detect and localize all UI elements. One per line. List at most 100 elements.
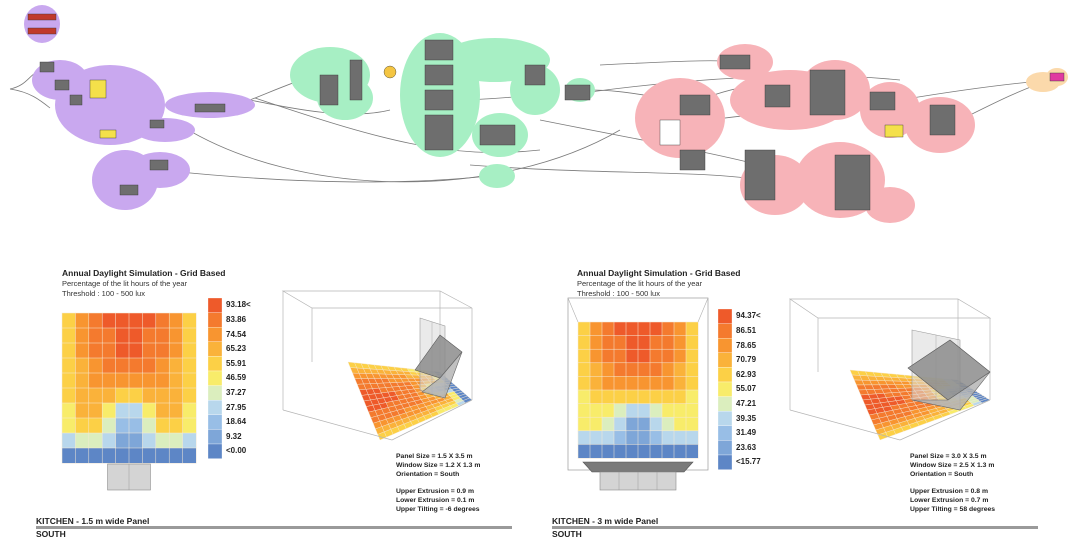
- grid-cell: [182, 372, 197, 389]
- grid-cell: [101, 342, 117, 359]
- grid-cell: [673, 430, 687, 445]
- grid-cell: [661, 416, 675, 432]
- grid-cell: [115, 387, 130, 404]
- grid-cell: [577, 430, 591, 445]
- shading-device-side: [911, 371, 991, 411]
- grid-cell: [168, 357, 184, 374]
- grid-cell: [182, 327, 197, 344]
- grid-cell: [625, 430, 639, 445]
- grid-cell: [75, 387, 90, 404]
- grid-cell: [61, 327, 76, 344]
- grid-cell: [601, 430, 615, 445]
- legend-label: 94.37<: [736, 311, 761, 321]
- grid-cell: [75, 432, 90, 449]
- grid-cell: [128, 447, 143, 464]
- legend-swatch: [207, 312, 223, 328]
- grid-cell: [61, 402, 76, 419]
- legend-swatch: [717, 352, 733, 368]
- grid-cell: [155, 417, 170, 434]
- legend-label: 39.35: [736, 413, 757, 423]
- legend-label: 83.86: [226, 314, 247, 324]
- grid-cell: [155, 327, 170, 344]
- grid-cell: [182, 387, 197, 404]
- grid-cell: [649, 403, 663, 418]
- grid-cell: [88, 387, 103, 404]
- legend-label: 9.32: [226, 431, 242, 441]
- grid-cell: [601, 376, 615, 391]
- legend-swatch: [207, 356, 223, 372]
- grid-cell: [637, 376, 651, 391]
- grid-cell: [182, 417, 197, 434]
- grid-cell: [589, 416, 603, 432]
- grid-cell: [625, 403, 639, 418]
- grid-cell: [75, 312, 90, 329]
- right-footer-divider: [552, 526, 1038, 529]
- right-footer-title: KITCHEN - 3 m wide Panel: [552, 516, 659, 526]
- left-legend-bar: [207, 297, 223, 459]
- grid-cell: [142, 327, 157, 344]
- grid-cell: [589, 444, 603, 459]
- grid-cell: [649, 362, 663, 377]
- grid-cell: [649, 416, 663, 432]
- gh-components: [27, 13, 1065, 211]
- grid-cell: [613, 430, 627, 445]
- grid-cell: [88, 447, 103, 464]
- grid-cell: [613, 321, 627, 337]
- grid-cell: [637, 430, 651, 445]
- grid-cell: [601, 335, 615, 350]
- right-lower-extrusion: Lower Extrusion = 0.7 m: [910, 497, 989, 504]
- grid-cell: [168, 342, 184, 359]
- grid-cell: [673, 321, 687, 337]
- legend-label: 27.95: [226, 402, 247, 412]
- legend-label: 74.54: [226, 329, 247, 339]
- grid-cell: [115, 432, 130, 449]
- grid-cell: [661, 321, 675, 337]
- grid-cell: [128, 432, 143, 449]
- legend-swatch: [717, 396, 733, 412]
- left-isometric-view: [281, 290, 473, 441]
- grid-cell: [625, 416, 639, 432]
- grid-cell: [589, 321, 603, 337]
- left-panel-size: Panel Size = 1.5 X 3.5 m: [396, 453, 473, 460]
- grid-cell: [101, 402, 117, 419]
- room-wireframe-edge: [789, 409, 901, 441]
- shading-device-side: [421, 351, 463, 399]
- legend-swatch: [717, 381, 733, 397]
- grid-cell: [115, 447, 130, 464]
- grid-cell: [128, 387, 143, 404]
- legend-swatch: [717, 454, 733, 470]
- legend-label: 55.07: [736, 384, 757, 394]
- grid-cell: [685, 376, 699, 391]
- grid-cell: [101, 432, 117, 449]
- grid-cell: [142, 357, 157, 374]
- grid-cell: [182, 432, 197, 449]
- legend-label: 86.51: [736, 325, 757, 335]
- right-subtitle: Percentage of the lit hours of the year: [577, 279, 703, 288]
- legend-label: 47.21: [736, 398, 757, 408]
- grid-cell: [142, 402, 157, 419]
- grid-cell: [128, 327, 143, 344]
- legend-label: 37.27: [226, 387, 247, 397]
- grid-cell: [673, 389, 687, 405]
- grid-cell: [625, 444, 639, 459]
- grid-cell: [155, 402, 170, 419]
- grid-cell: [589, 430, 603, 445]
- right-title: Annual Daylight Simulation - Grid Based: [577, 268, 741, 278]
- grid-cell: [75, 327, 90, 344]
- grid-cell: [142, 342, 157, 359]
- grid-cell: [673, 376, 687, 391]
- grid-cell: [589, 389, 603, 405]
- legend-label: 78.65: [736, 340, 757, 350]
- room-wireframe-top: [788, 298, 992, 319]
- grid-cell: [661, 348, 675, 364]
- grid-cell: [182, 402, 197, 419]
- legend-swatch: [717, 308, 733, 324]
- grasshopper-definition: [9, 5, 1068, 223]
- grid-cell: [182, 357, 197, 374]
- legend-swatch: [717, 367, 733, 383]
- legend-swatch: [207, 414, 223, 430]
- left-title: Annual Daylight Simulation - Grid Based: [62, 268, 226, 278]
- grid-cell: [661, 362, 675, 377]
- legend-label: 70.79: [736, 355, 757, 365]
- grid-cell: [601, 403, 615, 418]
